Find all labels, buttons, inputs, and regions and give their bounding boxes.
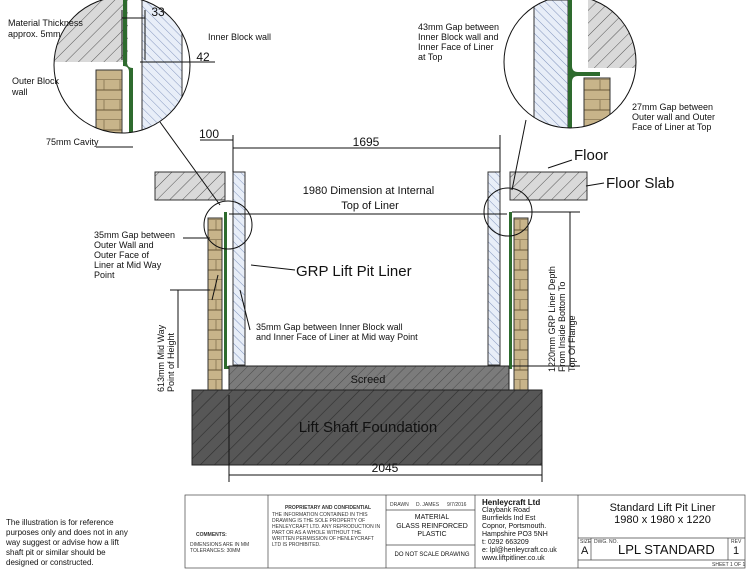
- detail-view-right: [504, 0, 636, 128]
- floor-label: Floor: [574, 147, 608, 164]
- gap-43-label: 43mm Gap between Inner Block wall and In…: [418, 22, 502, 62]
- drawn-label: DRAWN: [390, 502, 409, 508]
- material-heading: MATERIAL: [414, 514, 450, 521]
- floor-slab-left: [154, 171, 226, 201]
- screed: [228, 365, 510, 391]
- outer-block-wall-label: Outer Block wall: [11, 76, 62, 97]
- drawn-by: D. JAMES: [416, 502, 440, 508]
- gap-35-outer-label: 35mm Gap between Outer Wall and Outer Fa…: [94, 230, 178, 280]
- internal-dimension-label: 1980 Dimension at Internal Top of Liner: [303, 185, 438, 212]
- company-name: Henleycraft Ltd: [482, 498, 541, 507]
- comments-heading: COMMENTS:: [196, 532, 227, 538]
- rev-label: REV: [731, 539, 742, 545]
- detail-marker-left: [203, 200, 253, 250]
- gap-35-inner-label: 35mm Gap between Inner Block wall and In…: [256, 322, 418, 342]
- company-address: Claybank Road Burrfields Ind Est Copnor,…: [482, 507, 557, 562]
- size-label: SIZE: [580, 539, 592, 545]
- material-thickness-label: Material Thickness approx. 5mm: [8, 18, 85, 39]
- cavity-label: 75mm Cavity: [46, 137, 99, 147]
- dim-42: 42: [196, 50, 210, 64]
- proprietary-heading: PROPRIETARY AND CONFIDENTIAL: [284, 505, 372, 511]
- mid-way-label: 613mm Mid Way Point of Height: [156, 322, 176, 392]
- floor-slab-right: [509, 171, 588, 201]
- disclaimer: The illustration is for reference purpos…: [6, 518, 128, 567]
- lift-shaft-foundation: [191, 389, 543, 466]
- detail-leader-left: [159, 121, 221, 206]
- do-not-scale: DO NOT SCALE DRAWING: [394, 552, 470, 558]
- liner-depth-label: 1220mm GRP Liner Depth From Inside Botto…: [547, 264, 577, 372]
- outer-wall-right: [513, 217, 529, 391]
- material-value: GLASS REINFORCED PLASTIC: [396, 523, 468, 538]
- dim-1695: 1695: [353, 135, 380, 149]
- proprietary-text: THE INFORMATION CONTAINED IN THIS DRAWIN…: [272, 512, 381, 548]
- dwg-label: DWG. NO.: [594, 539, 618, 545]
- dimension-lines: [96, 10, 605, 482]
- inner-wall-left: [232, 171, 246, 366]
- outer-wall-left: [207, 217, 223, 391]
- dim-2045: 2045: [372, 461, 399, 475]
- screed-label: Screed: [351, 374, 386, 386]
- grp-liner-label: GRP Lift Pit Liner: [296, 263, 412, 280]
- foundation-label: Lift Shaft Foundation: [299, 419, 437, 436]
- inner-block-wall-label: Inner Block wall: [208, 32, 271, 42]
- grp-liner: [224, 212, 512, 369]
- gap-27-label: 27mm Gap between Outer wall and Outer Fa…: [632, 102, 718, 132]
- title-block-frame: [184, 494, 746, 569]
- size-value: A: [581, 545, 589, 557]
- dim-100: 100: [199, 127, 219, 141]
- detail-leader-right: [511, 119, 527, 191]
- rev-value: 1: [733, 545, 740, 557]
- comments-text: DIMENSIONS ARE IN MM TOLERANCES: 30MM: [190, 542, 250, 554]
- inner-wall-right: [487, 171, 501, 366]
- drawn-date: 9/7/2016: [447, 502, 467, 508]
- floor-slab-label: Floor Slab: [606, 175, 674, 192]
- sheet-number: SHEET 1 OF 1: [712, 562, 746, 568]
- dwg-number: LPL STANDARD: [618, 542, 715, 557]
- drawing-title: Standard Lift Pit Liner 1980 x 1980 x 12…: [609, 502, 716, 526]
- dim-33: 33: [151, 5, 165, 19]
